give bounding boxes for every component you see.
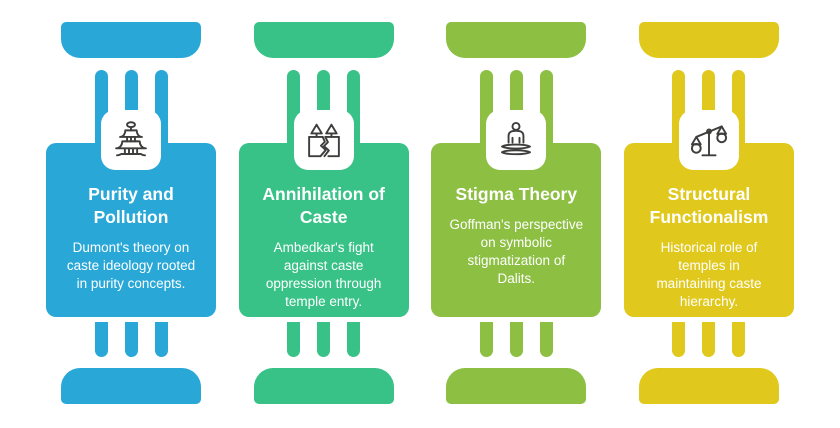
pillar-bar — [287, 322, 301, 357]
pagoda-temple-icon — [115, 121, 147, 157]
pillar-capital-top — [446, 22, 587, 58]
theory-card: Structural Functionalism Historical role… — [623, 143, 794, 317]
theory-card: Purity and Pollution Dumont's theory on … — [46, 143, 216, 317]
card-description: Goffman's perspective on symbolic stigma… — [449, 217, 584, 286]
pillar-bar — [479, 322, 493, 357]
column-purity-and-pollution: Purity and Pollution Dumont's theory on … — [46, 22, 216, 428]
meditating-person-icon — [501, 121, 532, 156]
card-title: Annihilation of Caste — [262, 184, 385, 227]
icon-box — [678, 110, 739, 170]
pillar-bar — [732, 322, 746, 357]
column-annihilation-of-caste: Annihilation of Caste Ambedkar's fight a… — [238, 22, 409, 428]
pillar-bar — [154, 322, 168, 357]
balance-scale-icon — [690, 125, 727, 157]
card-title: Purity and Pollution — [88, 184, 174, 227]
pillar-bar — [94, 322, 108, 357]
pillar-bar — [124, 322, 138, 357]
card-description: Historical role of temples in maintainin… — [656, 240, 762, 309]
pillar-capital-top — [253, 22, 394, 58]
column-stigma-theory: Stigma Theory Goffman's perspective on s… — [431, 22, 602, 428]
pillar-capital-top — [638, 22, 779, 58]
pillar-shafts-bottom — [624, 322, 794, 357]
icon-box — [101, 110, 161, 170]
pillar-bar — [702, 322, 716, 357]
pillar-base-bottom — [638, 368, 779, 404]
broken-pillars-icon — [307, 123, 340, 158]
pillar-bar — [539, 322, 553, 357]
card-title: Structural Functionalism — [649, 184, 769, 227]
icon-box — [293, 110, 354, 170]
pillar-shafts-bottom — [46, 322, 216, 357]
column-structural-functionalism: Structural Functionalism Historical role… — [623, 22, 794, 428]
card-title: Stigma Theory — [455, 184, 578, 204]
pillar-base-bottom — [61, 368, 201, 404]
pillar-base-bottom — [446, 368, 587, 404]
pillar-bar — [672, 322, 686, 357]
theory-card: Stigma Theory Goffman's perspective on s… — [431, 143, 602, 317]
pillar-bar — [317, 322, 331, 357]
pillar-capital-top — [61, 22, 201, 58]
pillar-shafts-bottom — [239, 322, 409, 357]
pillar-shafts-bottom — [431, 322, 601, 357]
card-description: Dumont's theory on caste ideology rooted… — [66, 240, 196, 291]
pillar-bar — [347, 322, 361, 357]
pillar-bar — [509, 322, 523, 357]
theory-card: Annihilation of Caste Ambedkar's fight a… — [238, 143, 409, 317]
card-description: Ambedkar's fight against caste oppressio… — [265, 240, 382, 309]
icon-box — [486, 110, 547, 170]
pillar-base-bottom — [253, 368, 394, 404]
